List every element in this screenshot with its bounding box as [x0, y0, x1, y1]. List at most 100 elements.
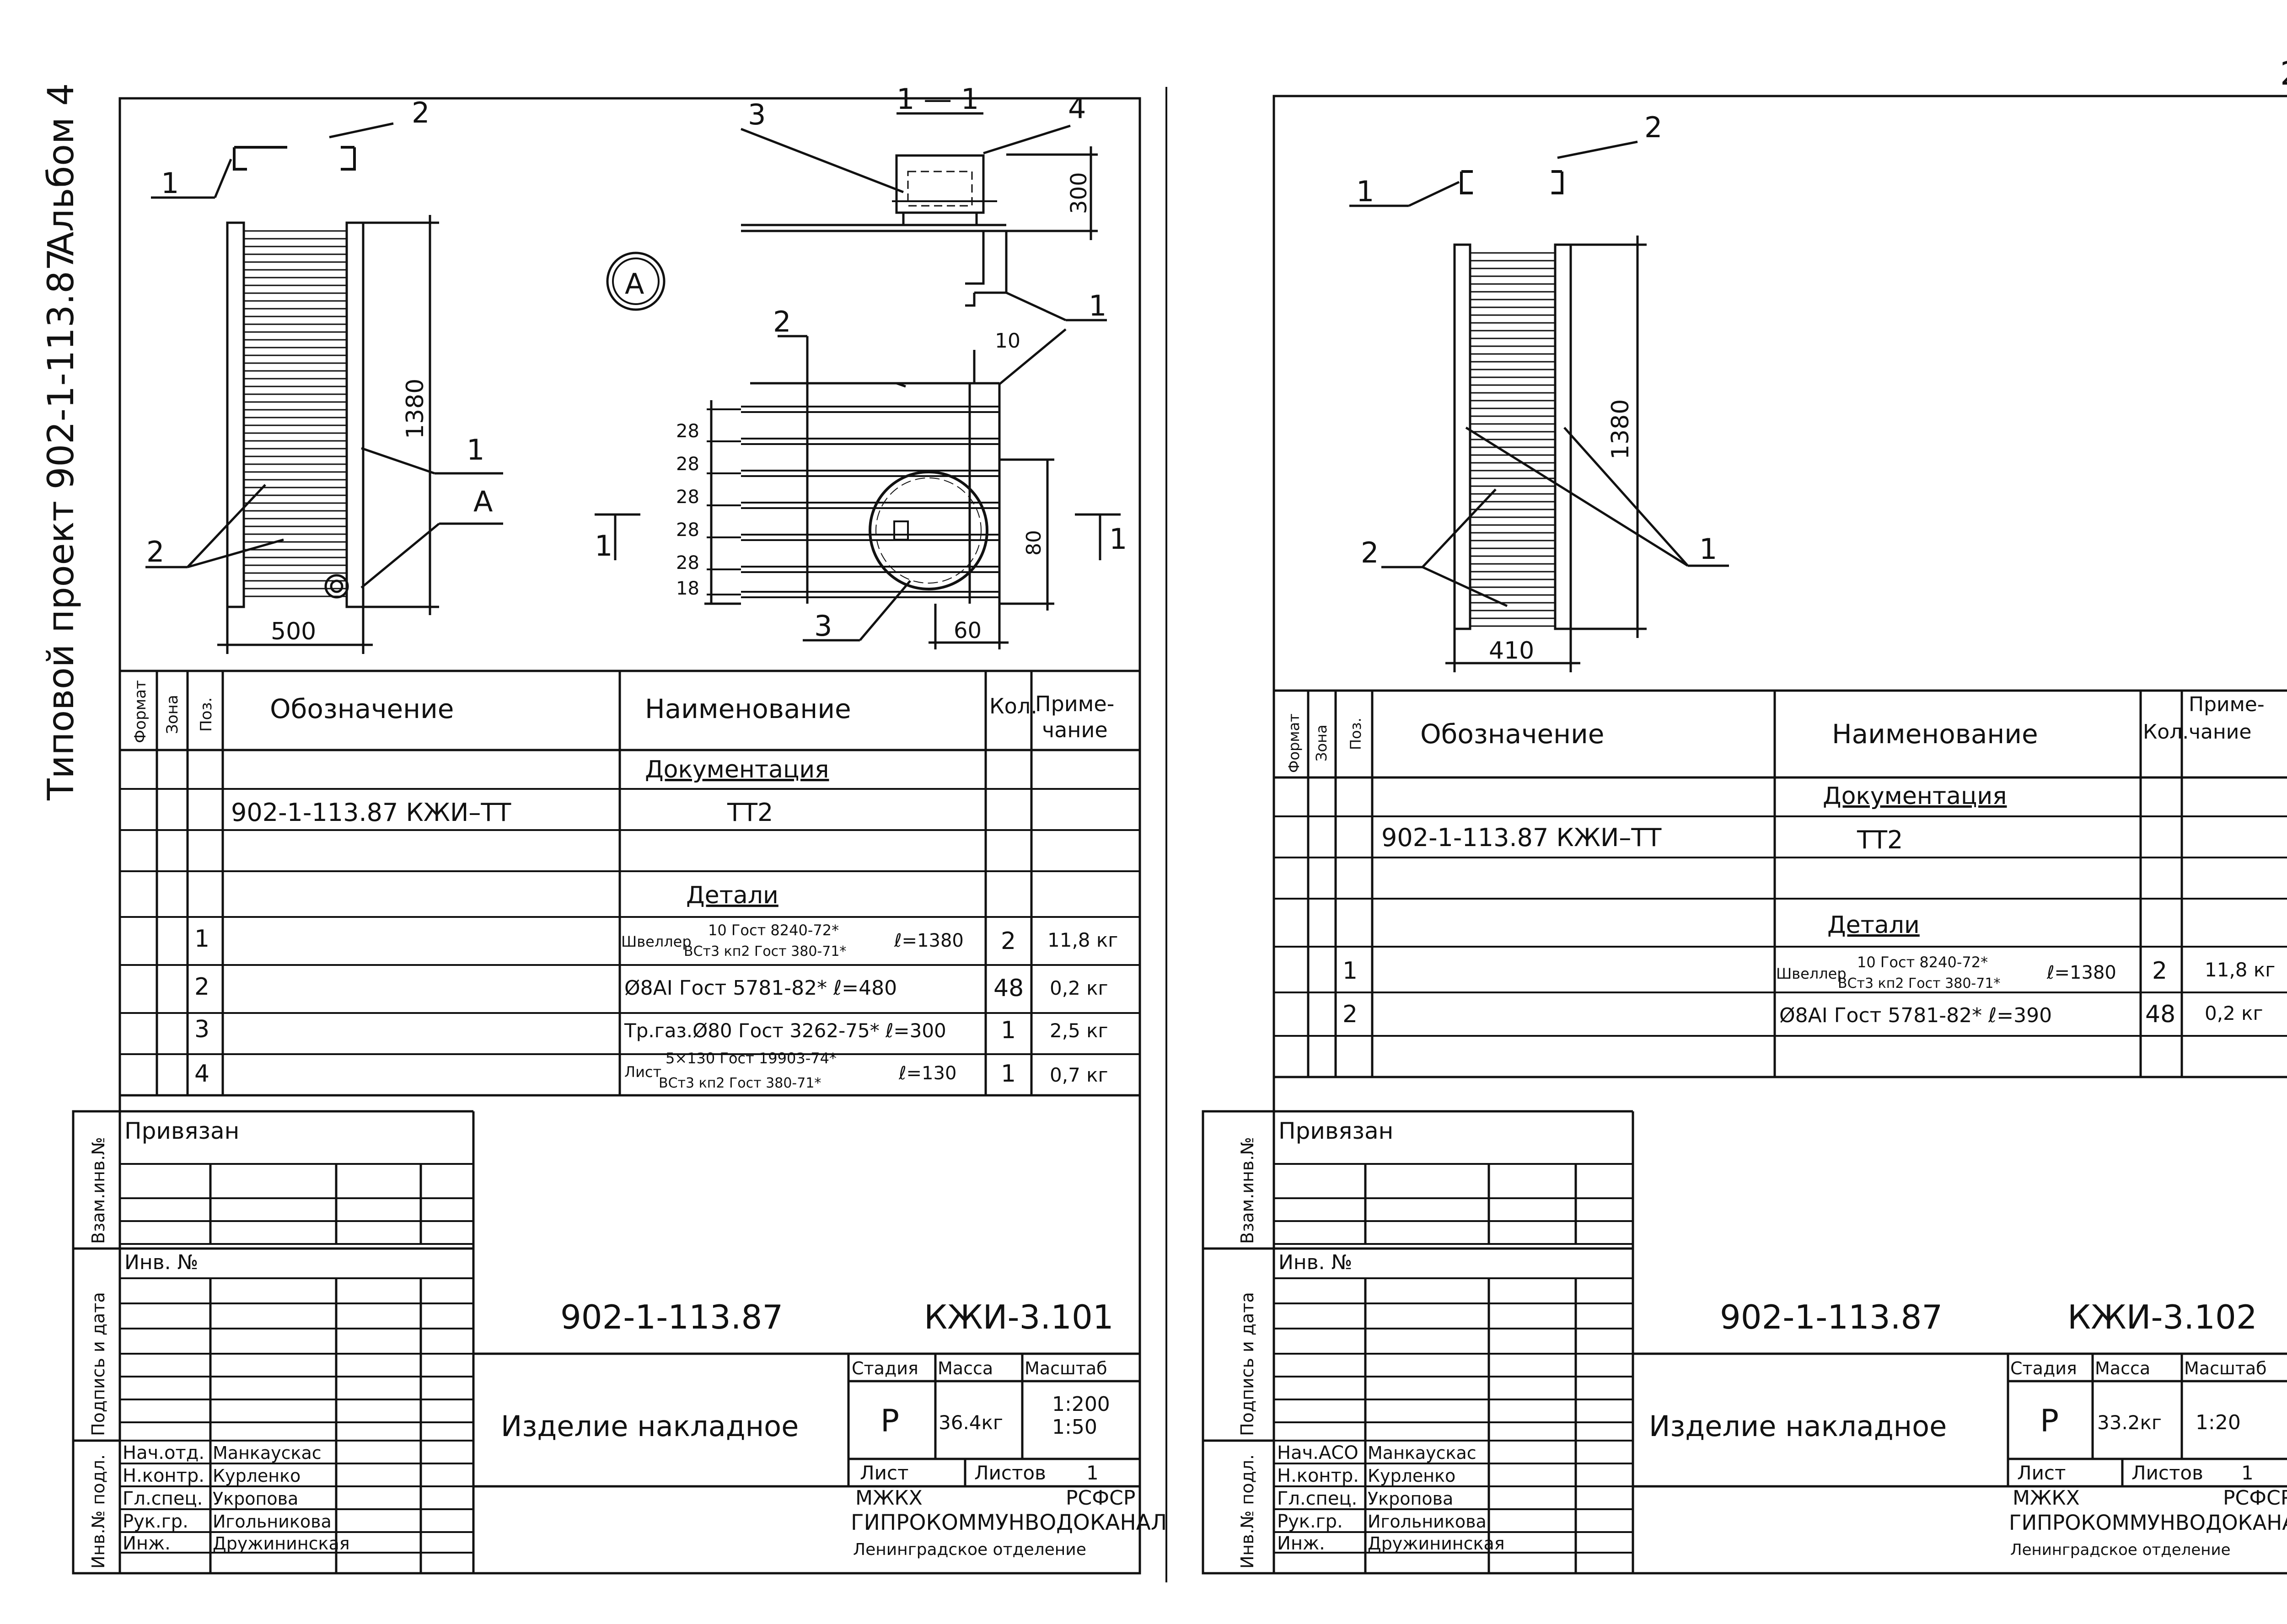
svg-text:чание: чание — [2189, 720, 2251, 744]
svg-text:Подпись и дата: Подпись и дата — [88, 1292, 108, 1436]
sheet2-spec-table — [1274, 689, 2287, 1078]
svg-text:1: 1 — [1001, 1017, 1016, 1044]
svg-text:Приме-: Приме- — [1035, 691, 1114, 716]
svg-text:Привязан: Привязан — [124, 1118, 239, 1144]
svg-text:Детали: Детали — [686, 882, 778, 909]
svg-text:1: 1 — [1356, 175, 1374, 208]
svg-text:Ø8АI Гост 5781-82* ℓ=390: Ø8АI Гост 5781-82* ℓ=390 — [1779, 1004, 2052, 1027]
svg-text:Швеллер: Швеллер — [621, 933, 692, 950]
svg-text:1: 1 — [1089, 289, 1106, 322]
signatory-role: Гл.спец. — [123, 1488, 203, 1509]
signatory-role: Инж. — [1277, 1533, 1325, 1554]
svg-text:Обозначение: Обозначение — [1420, 718, 1604, 750]
svg-text:Поз.: Поз. — [197, 697, 215, 732]
svg-text:10 Гост 8240-72*: 10 Гост 8240-72* — [708, 922, 839, 939]
svg-text:Кол.: Кол. — [2143, 720, 2189, 744]
svg-text:28: 28 — [676, 487, 699, 508]
svg-text:РСФСР: РСФСР — [1066, 1486, 1135, 1510]
svg-text:КЖИ-3.102: КЖИ-3.102 — [2067, 1298, 2257, 1336]
svg-text:902-1-113.87 КЖИ–ТТ: 902-1-113.87 КЖИ–ТТ — [1381, 823, 1662, 852]
svg-text:28: 28 — [676, 520, 699, 541]
svg-text:Взам.инв.№: Взам.инв.№ — [1237, 1137, 1257, 1244]
sheet1-callouts: 1 2 1 A 2 A 1 — 1 3 4 1 2 3 1 1 — [146, 82, 1127, 643]
svg-text:Масса: Масса — [938, 1358, 993, 1378]
svg-text:Зона: Зона — [163, 695, 182, 734]
project-title: Типовой проект 902-1-113.87 — [41, 248, 82, 801]
signatory-name: Укропова — [213, 1489, 298, 1509]
svg-text:1: 1 — [1001, 1060, 1016, 1088]
svg-text:Детали: Детали — [1827, 911, 1920, 939]
signatory-role: Гл.спец. — [1277, 1488, 1357, 1509]
svg-text:ℓ=130: ℓ=130 — [898, 1063, 956, 1084]
svg-text:Зона: Зона — [1313, 724, 1330, 761]
svg-text:1:50: 1:50 — [1052, 1415, 1097, 1439]
svg-text:Документация: Документация — [1823, 783, 2007, 810]
svg-text:1: 1 — [1699, 532, 1717, 566]
signatory-name: Игольникова — [1368, 1511, 1487, 1532]
svg-text:2: 2 — [1342, 1001, 1358, 1028]
svg-text:Поз.: Поз. — [1347, 718, 1364, 750]
signatory-role: Нач.АСО — [1277, 1442, 1358, 1463]
svg-text:0,7 кг: 0,7 кг — [1050, 1064, 1108, 1086]
svg-text:48: 48 — [2145, 1001, 2175, 1028]
svg-text:28: 28 — [676, 454, 699, 475]
svg-text:Инв. №: Инв. № — [124, 1251, 198, 1274]
svg-text:1: 1 — [161, 166, 179, 200]
svg-text:Формат: Формат — [1285, 713, 1303, 773]
svg-text:3: 3 — [814, 609, 832, 643]
signatory-name: Манкаускас — [213, 1443, 322, 1463]
signatory-name: Игольникова — [213, 1511, 332, 1532]
svg-text:Изделие накладное: Изделие накладное — [1649, 1410, 1947, 1443]
svg-text:Ø8АI Гост 5781-82* ℓ=480: Ø8АI Гост 5781-82* ℓ=480 — [624, 976, 897, 1000]
svg-text:ВСт3 кп2 Гост 380-71*: ВСт3 кп2 Гост 380-71* — [1838, 975, 2000, 992]
svg-text:Приме-: Приме- — [2189, 693, 2265, 716]
svg-text:300: 300 — [1066, 172, 1092, 214]
svg-text:1: 1 — [194, 925, 209, 953]
svg-text:Инв.№ подл.: Инв.№ подл. — [1237, 1454, 1257, 1569]
sheet1-table-header: Формат Зона Поз. Обозначение Наименовани… — [131, 680, 1114, 743]
svg-text:A: A — [625, 267, 644, 300]
svg-text:Наименование: Наименование — [645, 693, 851, 724]
sheet2-callouts: 1 2 2 1 — [1356, 111, 1717, 569]
svg-text:11,8 кг: 11,8 кг — [1047, 929, 1118, 951]
sheet2-title-block — [1202, 1110, 2287, 1575]
svg-text:1: 1 — [467, 433, 484, 466]
svg-text:36.4кг: 36.4кг — [939, 1411, 1003, 1434]
svg-text:1: 1 — [595, 529, 612, 563]
svg-text:Листов: Листов — [2131, 1462, 2203, 1484]
sheet1-plan-view — [145, 122, 503, 654]
svg-text:Листов: Листов — [974, 1462, 1046, 1484]
svg-text:28: 28 — [676, 421, 699, 442]
svg-text:Документация: Документация — [645, 756, 829, 783]
signatory-role: Нач.отд. — [123, 1442, 204, 1463]
svg-text:МЖКХ: МЖКХ — [855, 1486, 923, 1510]
sheet1-detail-a — [595, 112, 1121, 649]
svg-text:1380: 1380 — [1607, 399, 1634, 460]
svg-text:Швеллер: Швеллер — [1776, 965, 1847, 982]
svg-text:Инв. №: Инв. № — [1278, 1251, 1352, 1274]
signatory-name: Курленко — [213, 1466, 301, 1486]
svg-text:2: 2 — [146, 535, 164, 568]
svg-text:1: 1 — [1086, 1462, 1099, 1484]
svg-text:1: 1 — [1342, 957, 1358, 985]
svg-text:1 — 1: 1 — 1 — [897, 82, 979, 116]
svg-text:чание: чание — [1042, 718, 1108, 742]
svg-text:A: A — [473, 485, 493, 518]
svg-text:Р: Р — [2040, 1403, 2059, 1439]
signatory-name: Манкаускас — [1368, 1443, 1476, 1463]
svg-text:28: 28 — [676, 552, 699, 573]
signatory-role: Н.контр. — [123, 1465, 204, 1486]
svg-text:Привязан: Привязан — [1278, 1118, 1393, 1144]
svg-text:Масштаб: Масштаб — [1025, 1358, 1107, 1378]
sheet1-title-text: Привязан Инв. № 902-1-113.87 КЖИ-3.101 И… — [124, 1118, 1167, 1559]
svg-text:500: 500 — [271, 618, 316, 645]
svg-text:902-1-113.87 КЖИ–ТТ: 902-1-113.87 КЖИ–ТТ — [231, 798, 511, 827]
signatory-role: Рук.гр. — [123, 1511, 188, 1532]
album-title: Альбом 4 — [41, 83, 82, 256]
svg-text:ГИПРОКОММУНВОДОКАНАЛ: ГИПРОКОММУНВОДОКАНАЛ — [2009, 1511, 2287, 1535]
sheet2-title-text: Привязан Инв. № 902-1-113.87 КЖИ-3.102 И… — [1278, 1118, 2287, 1559]
signatory-role: Рук.гр. — [1277, 1511, 1343, 1532]
signatory-name: Курленко — [1368, 1466, 1455, 1486]
svg-text:60: 60 — [954, 618, 982, 643]
